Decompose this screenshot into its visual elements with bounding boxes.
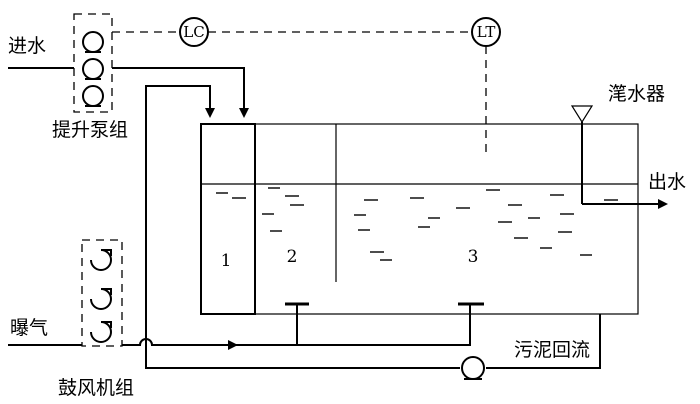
zone-3-label: 3: [468, 247, 479, 267]
reaction-tank: [200, 123, 639, 315]
inlet-label: 进水: [8, 35, 46, 57]
lift-pump-icon: [82, 31, 104, 107]
level-transmitter-instrument: LT: [471, 17, 501, 47]
decanter-label: 滗水器: [608, 83, 665, 105]
lift-pump-group-box: [73, 13, 113, 113]
blower-group-label: 鼓风机组: [58, 377, 134, 399]
zone-2-label: 2: [287, 247, 298, 267]
decanter-icon: [570, 105, 594, 204]
pump-to-tank-line: [112, 67, 249, 118]
blower-icon: [90, 249, 112, 343]
return-to-inlet-line: [145, 85, 215, 345]
level-transmitter-label: LT: [477, 23, 496, 41]
sludge-return-pump-icon: [461, 356, 485, 380]
zone-1-compartment: [200, 123, 256, 315]
zone-1-label: 1: [221, 251, 232, 271]
water-ripples: [216, 187, 618, 261]
aeration-main-line: [122, 338, 238, 350]
level-controller-label: LC: [183, 23, 204, 41]
lift-pump-group-label: 提升泵组: [52, 119, 128, 141]
level-controller-instrument: LC: [179, 17, 209, 47]
blower-group-box: [81, 239, 123, 347]
aeration-label: 曝气: [10, 317, 48, 339]
sludge-return-line: [145, 345, 460, 369]
sludge-return-label: 污泥回流: [514, 339, 590, 361]
outlet-label: 出水: [648, 171, 686, 193]
